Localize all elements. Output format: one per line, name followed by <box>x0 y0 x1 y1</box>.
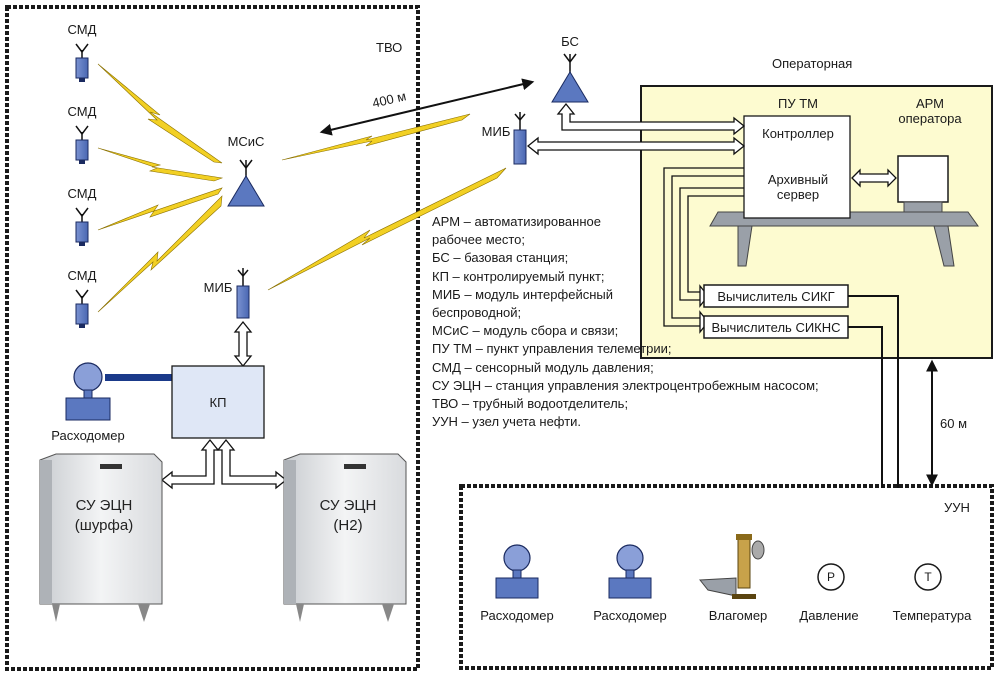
lightning-bolt <box>97 63 223 164</box>
smd-label: СМД <box>67 22 97 37</box>
archive-server-label: Архивный сервер <box>767 172 829 202</box>
bs-label: БС <box>561 34 579 49</box>
temperature-symbol: Т <box>924 570 932 584</box>
mib-right-label: МИБ <box>481 124 511 139</box>
su-ecn-right-label: СУ ЭЦН (Н2) <box>319 497 377 534</box>
pu-tm-label: ПУ ТМ <box>778 96 818 111</box>
smd-sensor-icon <box>75 289 89 328</box>
kp-cabinet-bus <box>160 438 288 490</box>
mib-left-icon <box>236 268 250 319</box>
legend-line: ПУ ТМ – пункт управления телеметрии; <box>432 341 672 357</box>
smd-sensor-icon <box>75 207 89 246</box>
legend-line: МИБ – модуль интерфейсный <box>432 286 613 302</box>
legend-line: МСиС – модуль сбора и связи; <box>432 323 619 339</box>
pressure-gauge-icon <box>817 563 845 591</box>
bs-antenna-icon <box>551 53 589 103</box>
uun-device-label: Расходомер <box>480 608 554 623</box>
moisture-meter-icon <box>699 534 765 599</box>
legend-line: УУН – узел учета нефти. <box>432 414 582 430</box>
controller-label: Контроллер <box>762 126 834 141</box>
legend-line: БС – базовая станция; <box>432 250 569 266</box>
uun-device-label: Температура <box>892 608 972 623</box>
legend-line: беспроводной; <box>432 305 522 321</box>
smd-label: СМД <box>67 186 97 201</box>
pressure-symbol: Р <box>826 570 836 584</box>
legend-line: АРМ – автоматизированное <box>432 214 601 229</box>
legend-line: КП – контролируемый пункт; <box>432 268 605 284</box>
msis-antenna-icon <box>227 159 265 207</box>
uun-zone-label: УУН <box>944 500 970 515</box>
uun-device-label: Давление <box>799 608 859 623</box>
lightning-links <box>97 63 507 313</box>
mib-putm-link <box>526 136 746 156</box>
kp-label: КП <box>209 394 227 410</box>
smd-sensor-icon <box>75 43 89 82</box>
su-ecn-left-cabinet <box>39 453 163 622</box>
cable-length-label: 60 м <box>940 416 968 431</box>
mib-left-label: МИБ <box>203 280 233 295</box>
arm-label: АРМ оператора <box>898 96 962 126</box>
legend: АРМ – автоматизированное рабочее место; БС… <box>432 213 819 431</box>
radio-range-arrow <box>319 78 535 136</box>
lightning-bolt <box>267 167 507 291</box>
pu-tm-box <box>743 115 851 219</box>
flowmeter-left-icon <box>65 362 177 421</box>
smd-sensors <box>75 43 89 328</box>
legend-line: СУ ЭЦН – станция управления электроцентр… <box>432 377 819 393</box>
uun-flowmeter-2-icon <box>608 544 652 599</box>
kp-box <box>171 365 265 439</box>
temperature-gauge-icon <box>914 563 942 591</box>
mib-kp-link <box>233 320 253 368</box>
operator-room-label: Операторная <box>772 56 853 71</box>
uun-cables <box>848 295 899 488</box>
lightning-bolt <box>97 187 223 231</box>
msis-label: МСиС <box>227 134 265 149</box>
monitor-icon <box>897 155 949 213</box>
uun-device-label: Влагомер <box>708 608 768 623</box>
smd-sensor-icon <box>75 125 89 164</box>
legend-line: ТВО – трубный водоотделитель; <box>432 396 629 412</box>
calc-sikg-label: Вычислитель СИКГ <box>717 288 835 304</box>
smd-label: СМД <box>67 268 97 283</box>
lightning-bolt <box>97 147 224 182</box>
su-ecn-left-label: СУ ЭЦН (шурфа) <box>74 497 134 534</box>
server-monitor-link <box>851 168 897 188</box>
tvo-zone-label: ТВО <box>376 40 403 55</box>
lightning-bolt <box>281 113 471 161</box>
calc-siknc-label: Вычислитель СИКНС <box>711 319 841 335</box>
legend-line: рабочее место; <box>432 232 526 248</box>
tvo-zone-frame <box>5 5 420 671</box>
legend-line: СМД – сенсорный модуль давления; <box>432 359 654 375</box>
mib-right-icon <box>513 112 527 165</box>
uun-device-label: Расходомер <box>593 608 667 623</box>
flowmeter-left-label: Расходомер <box>51 428 125 443</box>
smd-label: СМД <box>67 104 97 119</box>
lightning-bolt <box>97 195 223 313</box>
uun-flowmeter-1-icon <box>495 544 539 599</box>
su-ecn-right-cabinet <box>283 453 407 622</box>
bs-putm-link <box>556 102 746 136</box>
uun-zone-frame <box>459 484 994 670</box>
